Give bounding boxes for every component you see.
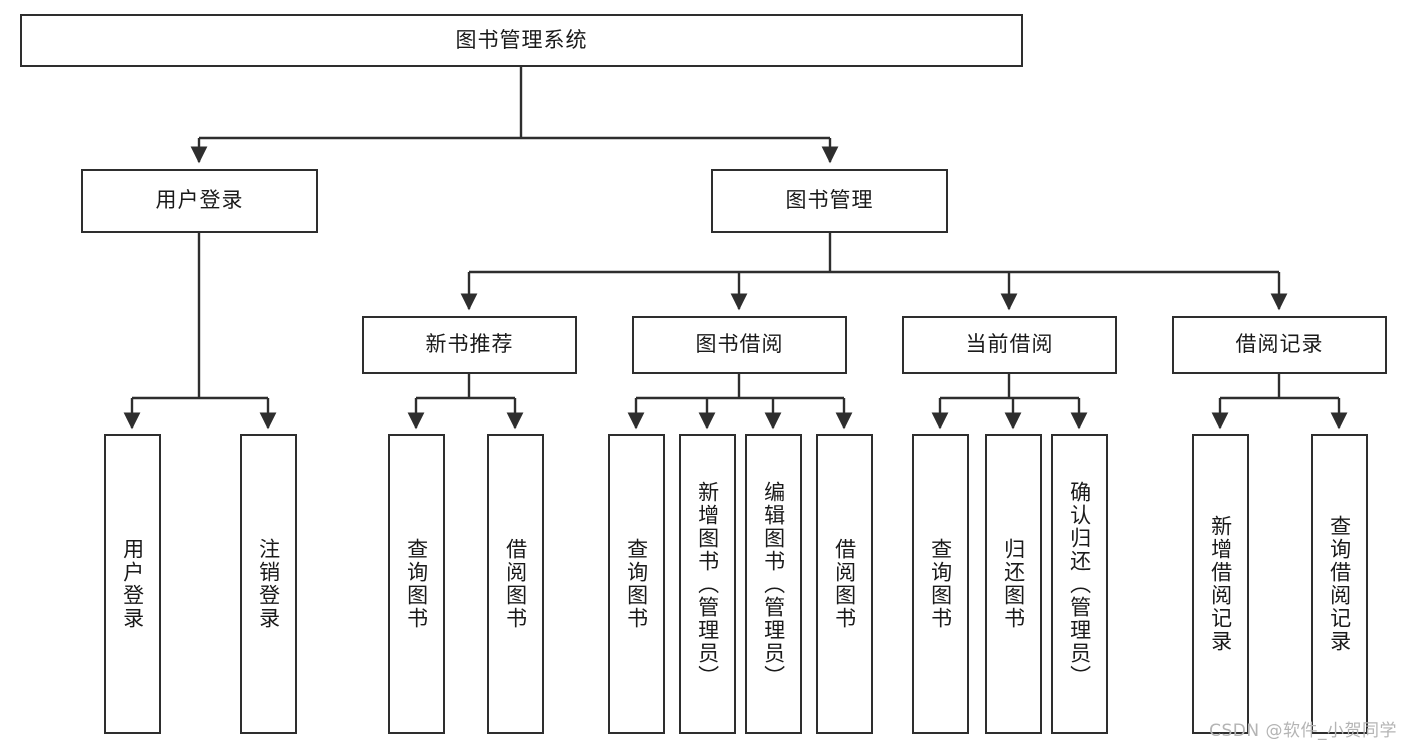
node-book-borrow[interactable]: 图书借阅 bbox=[632, 316, 847, 374]
node-leaf-borrow-book-2[interactable]: 借阅图书 bbox=[816, 434, 873, 734]
node-leaf-add-record-label: 新增借阅记录 bbox=[1208, 515, 1233, 653]
node-leaf-logout-label: 注销登录 bbox=[256, 538, 281, 630]
node-leaf-query-book-3-label: 查询图书 bbox=[928, 538, 953, 630]
node-leaf-add-record[interactable]: 新增借阅记录 bbox=[1192, 434, 1249, 734]
node-leaf-query-book-1-label: 查询图书 bbox=[404, 538, 429, 630]
node-leaf-query-record-label: 查询借阅记录 bbox=[1327, 515, 1352, 653]
node-leaf-add-book-label: 新增图书（管理员） bbox=[695, 480, 720, 688]
node-borrow-record[interactable]: 借阅记录 bbox=[1172, 316, 1387, 374]
node-book-borrow-label: 图书借阅 bbox=[695, 332, 784, 357]
node-new-book-rec-label: 新书推荐 bbox=[425, 332, 514, 357]
node-leaf-confirm-return[interactable]: 确认归还（管理员） bbox=[1051, 434, 1108, 734]
node-leaf-borrow-book-1[interactable]: 借阅图书 bbox=[487, 434, 544, 734]
node-leaf-query-record[interactable]: 查询借阅记录 bbox=[1311, 434, 1368, 734]
node-leaf-borrow-book-2-label: 借阅图书 bbox=[832, 538, 857, 630]
node-root-label: 图书管理系统 bbox=[455, 27, 588, 52]
node-leaf-logout[interactable]: 注销登录 bbox=[240, 434, 297, 734]
node-current-borrow-label: 当前借阅 bbox=[965, 332, 1054, 357]
node-leaf-edit-book-label: 编辑图书（管理员） bbox=[761, 480, 786, 688]
node-leaf-query-book-2-label: 查询图书 bbox=[624, 538, 649, 630]
node-root[interactable]: 图书管理系统 bbox=[20, 14, 1023, 67]
node-user-login[interactable]: 用户登录 bbox=[81, 169, 318, 233]
node-leaf-borrow-book-1-label: 借阅图书 bbox=[503, 538, 528, 630]
node-user-login-label: 用户登录 bbox=[155, 188, 244, 213]
node-leaf-query-book-1[interactable]: 查询图书 bbox=[388, 434, 445, 734]
node-leaf-return-book[interactable]: 归还图书 bbox=[985, 434, 1042, 734]
node-leaf-edit-book[interactable]: 编辑图书（管理员） bbox=[745, 434, 802, 734]
node-current-borrow[interactable]: 当前借阅 bbox=[902, 316, 1117, 374]
node-leaf-return-book-label: 归还图书 bbox=[1001, 538, 1026, 630]
node-leaf-query-book-3[interactable]: 查询图书 bbox=[912, 434, 969, 734]
node-leaf-user-login-label: 用户登录 bbox=[120, 538, 145, 630]
node-new-book-rec[interactable]: 新书推荐 bbox=[362, 316, 577, 374]
node-leaf-confirm-return-label: 确认归还（管理员） bbox=[1067, 480, 1092, 688]
node-leaf-user-login[interactable]: 用户登录 bbox=[104, 434, 161, 734]
node-leaf-query-book-2[interactable]: 查询图书 bbox=[608, 434, 665, 734]
node-leaf-add-book[interactable]: 新增图书（管理员） bbox=[679, 434, 736, 734]
node-book-manage[interactable]: 图书管理 bbox=[711, 169, 948, 233]
node-book-manage-label: 图书管理 bbox=[785, 188, 874, 213]
node-borrow-record-label: 借阅记录 bbox=[1235, 332, 1324, 357]
watermark-text: CSDN @软件_小贺同学 bbox=[1209, 721, 1397, 741]
